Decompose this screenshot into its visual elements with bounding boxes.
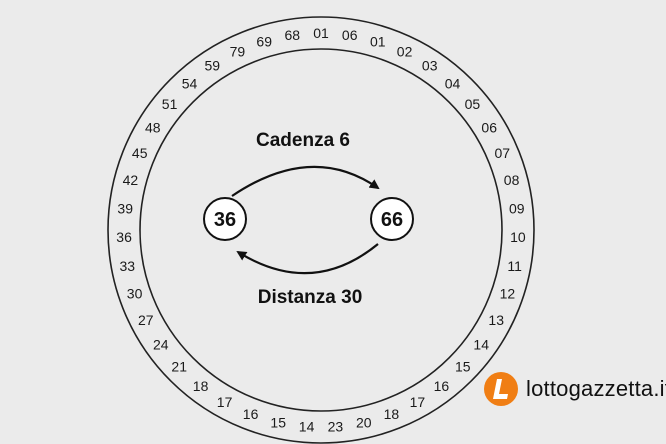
- ring-number: 48: [145, 119, 161, 135]
- ring-number: 45: [132, 145, 148, 161]
- ring-number: 04: [445, 75, 461, 91]
- ring-number: 36: [116, 229, 132, 245]
- brand-logo: lottogazzetta.it: [484, 372, 666, 406]
- ring-number: 12: [500, 286, 516, 302]
- ring-number: 79: [230, 44, 246, 60]
- ring-number: 68: [285, 27, 301, 43]
- ring-number: 01: [370, 33, 386, 49]
- ball-right: 66: [370, 197, 414, 241]
- ring-number: 17: [410, 394, 426, 410]
- ring-number: 05: [465, 96, 481, 112]
- ring-number: 13: [488, 312, 504, 328]
- ring-number: 06: [481, 119, 497, 135]
- ring-number: 20: [356, 414, 372, 430]
- ring-number: 18: [193, 378, 209, 394]
- ring-number: 17: [217, 394, 233, 410]
- ring-number: 24: [153, 337, 169, 353]
- ring-number: 06: [342, 27, 358, 43]
- ring-number: 01: [313, 25, 329, 41]
- ring-number: 42: [123, 172, 139, 188]
- ring-number: 11: [507, 258, 522, 274]
- ring-number: 03: [422, 58, 438, 74]
- ring-number: 54: [182, 75, 198, 91]
- ring-number: 27: [138, 312, 154, 328]
- lotto-l-logo-icon: [484, 372, 518, 406]
- ball-left: 36: [203, 197, 247, 241]
- ring-number: 14: [473, 337, 489, 353]
- ball-right-number: 66: [381, 209, 403, 231]
- ring-number: 18: [384, 406, 400, 422]
- outer-ring: [107, 16, 535, 444]
- ring-number: 15: [270, 414, 286, 430]
- ring-number: 10: [510, 229, 526, 245]
- ring-number: 08: [504, 172, 520, 188]
- ring-number: 23: [328, 419, 344, 435]
- ring-number: 07: [495, 145, 511, 161]
- distance-arrow: [236, 243, 379, 275]
- ring-number: 21: [171, 359, 187, 375]
- ring-number: 33: [120, 258, 136, 274]
- distance-label: Distanza 30: [258, 287, 363, 308]
- cadence-label: Cadenza 6: [256, 130, 350, 151]
- cadence-arrow: [231, 165, 380, 197]
- ring-number: 14: [299, 419, 315, 435]
- ring-number: 39: [117, 201, 133, 217]
- ring-number: 30: [127, 286, 143, 302]
- ring-number: 15: [455, 359, 471, 375]
- ring-number: 09: [509, 201, 525, 217]
- ring-number: 16: [243, 406, 259, 422]
- ring-number: 02: [397, 44, 413, 60]
- brand-name: lottogazzetta.it: [526, 376, 666, 401]
- ring-number: 69: [256, 33, 272, 49]
- ring-number: 59: [205, 58, 221, 74]
- inner-ring: [139, 48, 503, 412]
- ring-number: 16: [434, 378, 450, 394]
- ring-number: 51: [162, 96, 178, 112]
- ball-left-number: 36: [214, 209, 236, 231]
